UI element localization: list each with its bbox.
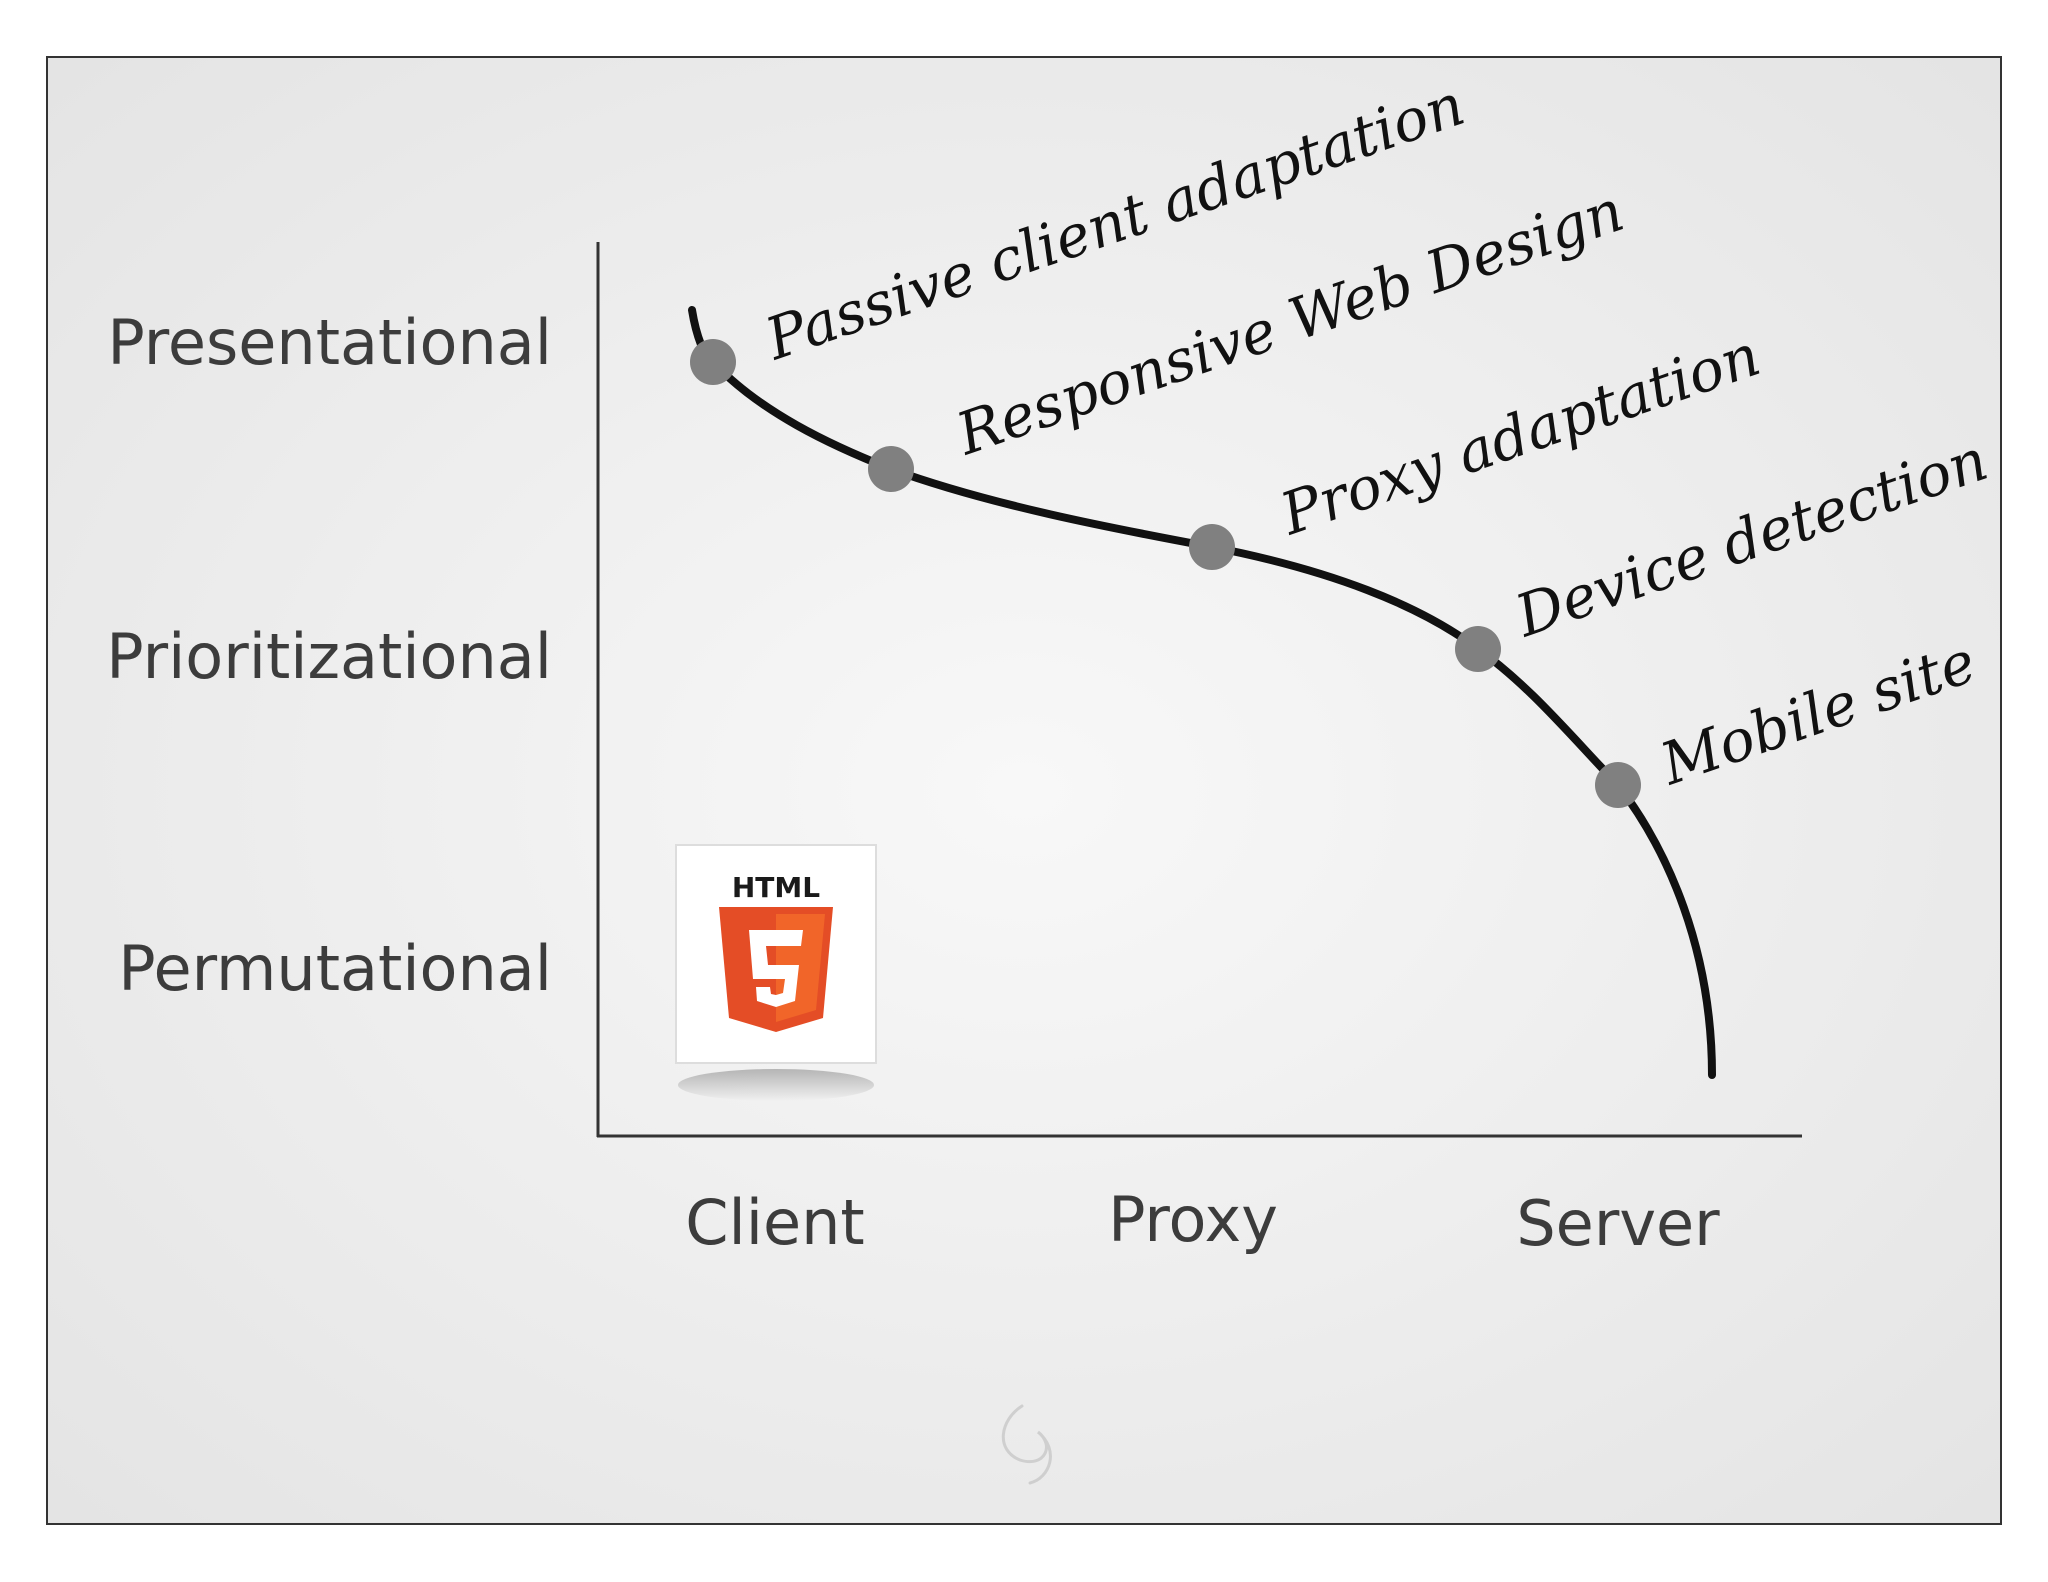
x-level-client: Client — [685, 1186, 865, 1259]
x-level-proxy: Proxy — [1108, 1183, 1278, 1256]
point-proxy-adaptation — [1189, 524, 1235, 570]
y-level-prioritizational: Prioritizational — [106, 620, 552, 693]
logo-card-shadow — [678, 1069, 874, 1101]
x-level-server: Server — [1516, 1187, 1720, 1260]
html5-logo-card: HTML — [675, 844, 877, 1101]
point-mobile-site — [1595, 762, 1641, 808]
logo-html-text: HTML — [732, 871, 820, 904]
swirl-watermark-icon — [1001, 1404, 1052, 1485]
y-level-permutational: Permutational — [118, 932, 552, 1005]
point-responsive-web-design — [868, 446, 914, 492]
html5-logo-icon — [719, 907, 833, 1032]
point-passive-client-adaptation — [690, 339, 736, 385]
y-level-presentational: Presentational — [107, 306, 552, 379]
slide-frame — [46, 56, 2002, 1525]
point-device-detection — [1455, 626, 1501, 672]
